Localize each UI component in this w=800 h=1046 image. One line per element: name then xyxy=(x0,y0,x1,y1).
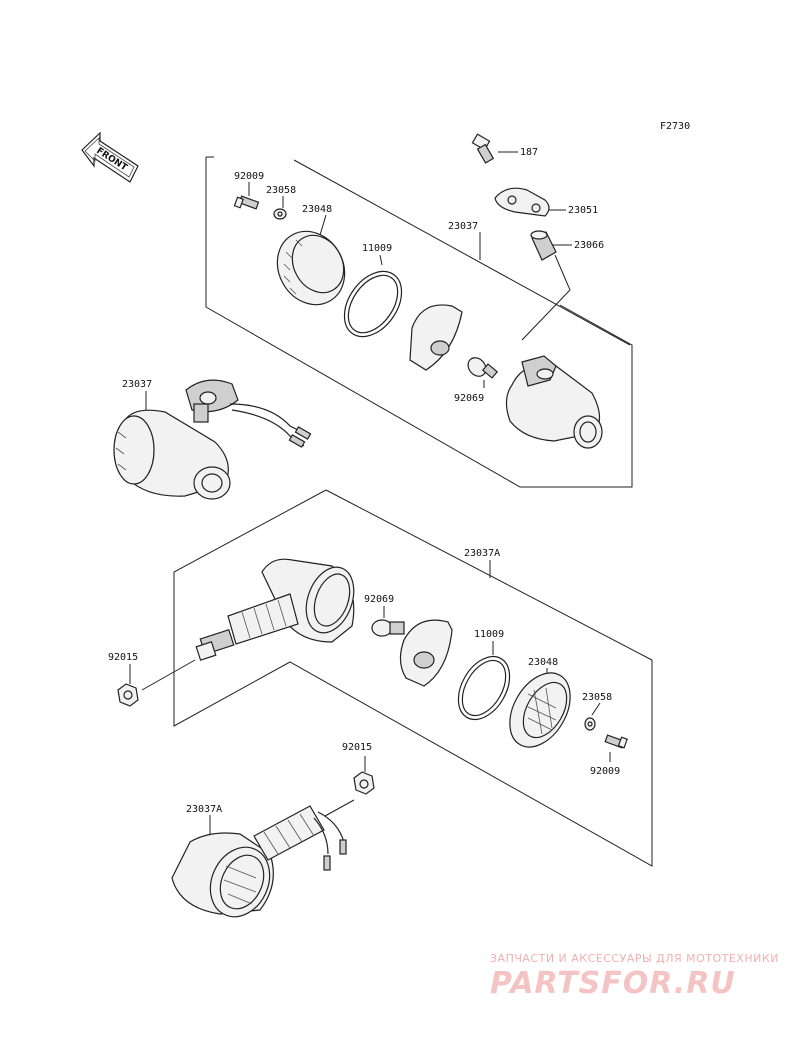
bulb-92069-a-icon xyxy=(371,619,405,637)
part-labels: 187 23051 23066 23037 92009 23058 23048 … xyxy=(108,147,620,815)
washer-23058-icon xyxy=(273,208,287,220)
label-23066: 23066 xyxy=(574,240,604,251)
label-187: 187 xyxy=(520,147,538,158)
label-92009-top: 92009 xyxy=(234,171,264,182)
gasket-11009-a-icon xyxy=(457,655,511,721)
upper-assembly-frame xyxy=(205,156,633,488)
lens-23048-icon xyxy=(276,230,346,306)
reflector-a-icon xyxy=(399,619,453,687)
reflector-icon xyxy=(409,304,463,371)
watermark-brand: PARTSFOR.RU xyxy=(490,966,736,1001)
label-23058-top: 23058 xyxy=(266,185,296,196)
upper-leaders xyxy=(248,151,572,388)
label-23048-mid: 23048 xyxy=(528,657,558,668)
watermark: ЗАПЧАСТИ И АКСЕССУАРЫ ДЛЯ МОТОТЕХНИКИ PA… xyxy=(490,952,779,1001)
lower-assembly-frame xyxy=(173,489,653,867)
label-23048-top: 23048 xyxy=(302,204,332,215)
watermark-tagline: ЗАПЧАСТИ И АКСЕССУАРЫ ДЛЯ МОТОТЕХНИКИ xyxy=(490,952,779,965)
label-92015-left: 92015 xyxy=(108,652,138,663)
label-11009-mid: 11009 xyxy=(474,629,504,640)
assembled-signal-23037-icon xyxy=(113,379,312,500)
label-23058-mid: 23058 xyxy=(582,692,612,703)
label-23037-left: 23037 xyxy=(122,379,152,390)
label-23037-top: 23037 xyxy=(448,221,478,232)
lens-23048-a-icon xyxy=(509,672,571,748)
gasket-11009-icon xyxy=(343,270,403,338)
bushing-23066-icon xyxy=(530,230,557,261)
label-23037a-bottom: 23037A xyxy=(186,804,222,815)
label-23051: 23051 xyxy=(568,205,598,216)
assembled-signal-23037a-icon xyxy=(171,805,347,918)
screw-92009-a-icon xyxy=(604,734,628,749)
nut-92015-b-icon xyxy=(353,771,375,795)
clamp-23051-icon xyxy=(494,187,550,217)
bolt-187-icon xyxy=(471,133,495,164)
signal-housing-icon xyxy=(505,355,603,449)
screw-92009-icon xyxy=(233,195,260,210)
nut-92015-icon xyxy=(117,683,139,707)
signal-housing-a-icon xyxy=(195,558,355,661)
figure-code: F2730 xyxy=(660,121,690,132)
washer-23058-a-icon xyxy=(584,717,596,731)
label-92009-mid: 92009 xyxy=(590,766,620,777)
label-11009-top: 11009 xyxy=(362,243,392,254)
label-92069-mid: 92069 xyxy=(364,594,394,605)
label-92015-bottom: 92015 xyxy=(342,742,372,753)
front-arrow-icon: FRONT xyxy=(81,131,139,183)
label-23037a-mid: 23037A xyxy=(464,548,500,559)
label-92069-top: 92069 xyxy=(454,393,484,404)
bulb-92069-icon xyxy=(467,357,499,379)
